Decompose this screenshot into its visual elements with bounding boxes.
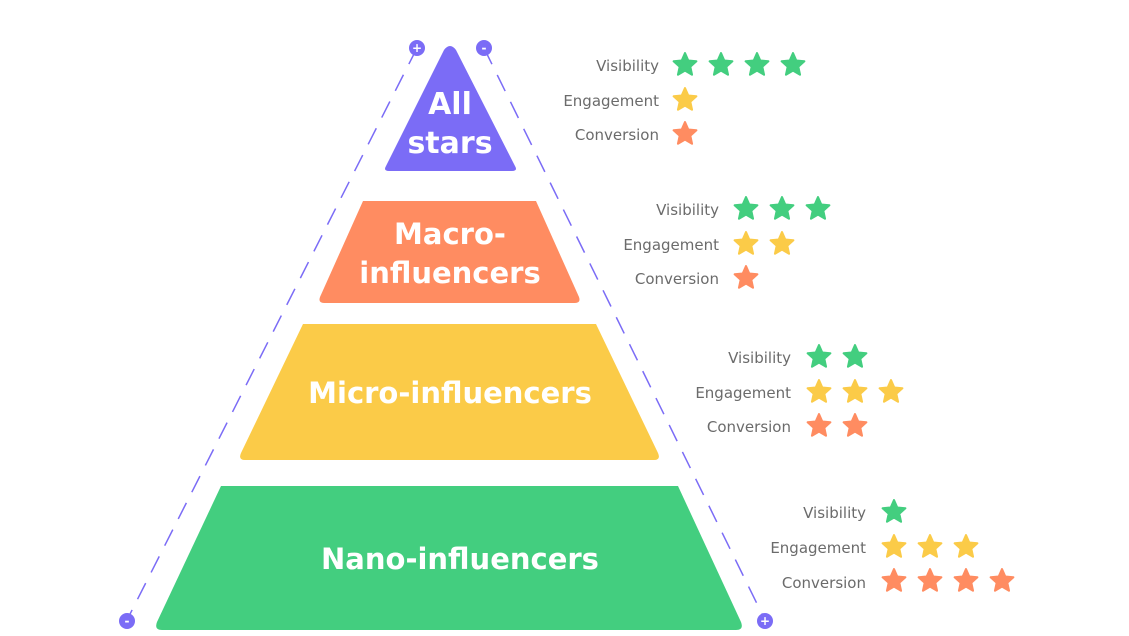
star-rating-visibility <box>672 52 806 76</box>
tier-nano-influencers: Nano-influencers <box>156 486 742 630</box>
star-icon <box>672 87 698 111</box>
metric-label-engagement: Engagement <box>563 92 659 110</box>
star-icon <box>842 344 868 368</box>
star-icon <box>733 196 759 220</box>
star-icon <box>806 344 832 368</box>
star-icon <box>708 52 734 76</box>
star-icon <box>733 265 759 289</box>
metric-label-visibility: Visibility <box>803 504 866 522</box>
star-icon <box>881 568 907 592</box>
metric-label-visibility: Visibility <box>656 201 719 219</box>
left-guide-line <box>126 47 418 621</box>
tier-label-line: stars <box>407 126 492 161</box>
marker-top-left: + <box>409 40 425 56</box>
tier-label-line: Nano-influencers <box>321 542 599 576</box>
star-icon <box>878 379 904 403</box>
star-rating-conversion <box>733 265 759 289</box>
tier-shape <box>385 46 516 171</box>
marker-bottom-left-sign: - <box>125 614 130 628</box>
tier-shape <box>156 486 742 630</box>
marker-bottom-right-sign: + <box>760 614 770 628</box>
metric-label-conversion: Conversion <box>575 126 659 144</box>
star-rating-conversion <box>881 568 1015 592</box>
metric-label-visibility: Visibility <box>596 57 659 75</box>
star-icon <box>917 534 943 558</box>
star-rating-visibility <box>733 196 831 220</box>
star-icon <box>769 231 795 255</box>
right-guide-line <box>483 47 766 621</box>
star-rating-engagement <box>672 87 698 111</box>
star-icon <box>989 568 1015 592</box>
star-icon <box>842 413 868 437</box>
marker-top-right-sign: - <box>482 41 487 55</box>
star-rating-visibility <box>806 344 868 368</box>
tier-micro-influencers-metrics: Visibility Engagement Conversion <box>695 344 904 437</box>
star-rating-conversion <box>806 413 868 437</box>
tier-macro-influencers: Macro- influencers <box>319 201 580 303</box>
star-rating-engagement <box>881 534 979 558</box>
metric-label-engagement: Engagement <box>770 539 866 557</box>
star-rating-visibility <box>881 499 907 523</box>
star-icon <box>842 379 868 403</box>
marker-bottom-left: - <box>119 613 135 629</box>
star-icon <box>881 499 907 523</box>
star-icon <box>806 413 832 437</box>
star-icon <box>917 568 943 592</box>
metric-label-conversion: Conversion <box>635 270 719 288</box>
star-icon <box>805 196 831 220</box>
star-icon <box>780 52 806 76</box>
star-icon <box>881 534 907 558</box>
metric-label-visibility: Visibility <box>728 349 791 367</box>
star-icon <box>672 121 698 145</box>
tier-macro-influencers-metrics: Visibility Engagement Conversion <box>623 196 831 289</box>
star-rating-engagement <box>806 379 904 403</box>
metric-label-engagement: Engagement <box>623 236 719 254</box>
tier-label-line: influencers <box>359 256 540 290</box>
tier-all-stars: All stars <box>385 46 516 171</box>
star-icon <box>744 52 770 76</box>
star-icon <box>672 52 698 76</box>
tier-nano-influencers-metrics: Visibility Engagement Conversion <box>770 499 1015 592</box>
tier-label-line: Micro-influencers <box>308 376 592 410</box>
star-icon <box>769 196 795 220</box>
star-icon <box>733 231 759 255</box>
star-rating-engagement <box>733 231 795 255</box>
metric-label-conversion: Conversion <box>782 574 866 592</box>
marker-bottom-right: + <box>757 613 773 629</box>
tier-shape <box>240 324 659 460</box>
tier-shape <box>319 201 580 303</box>
tier-label-line: All <box>428 87 472 122</box>
tier-all-stars-metrics: Visibility Engagement Conversion <box>563 52 806 145</box>
marker-top-right: - <box>476 40 492 56</box>
tier-micro-influencers: Micro-influencers <box>240 324 659 460</box>
marker-top-left-sign: + <box>412 41 422 55</box>
star-icon <box>953 568 979 592</box>
tier-label-line: Macro- <box>394 217 506 251</box>
metric-label-engagement: Engagement <box>695 384 791 402</box>
star-rating-conversion <box>672 121 698 145</box>
star-icon <box>953 534 979 558</box>
metric-label-conversion: Conversion <box>707 418 791 436</box>
star-icon <box>806 379 832 403</box>
